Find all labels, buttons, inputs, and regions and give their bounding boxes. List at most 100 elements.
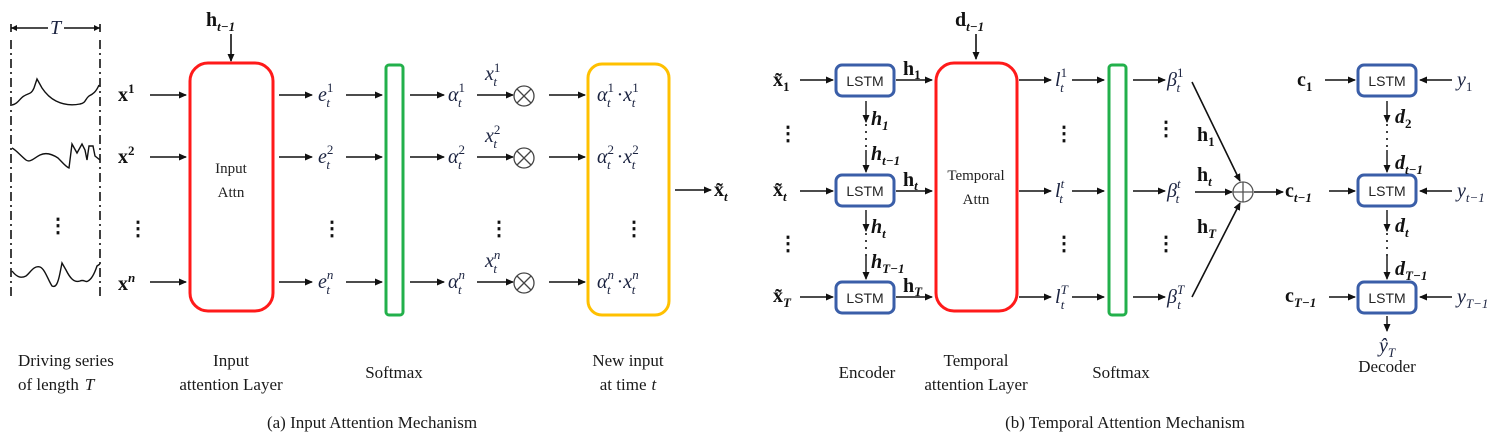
label-decoder: Decoder (1358, 357, 1416, 376)
encoder-input-T: x̃T (773, 285, 792, 310)
encoder-lstm-T: LSTM (834, 280, 896, 315)
input-x1: x1 (118, 81, 135, 106)
lstm-label: LSTM (846, 290, 883, 306)
output-x-tilde: x̃t (714, 179, 728, 204)
arrow-beta1-sum (1191, 81, 1241, 182)
label-new-input-1: New input (592, 351, 664, 370)
label-input-attention-2: attention Layer (179, 375, 283, 394)
input-xn: xn (118, 270, 135, 295)
label-softmax-a: Softmax (365, 363, 423, 382)
encoder-input-ellipsis: ⋮ (778, 123, 798, 145)
window-length-label: T (50, 17, 63, 39)
encoder-out-ht: ht (903, 169, 918, 193)
otimes-icon (513, 147, 535, 169)
sum-input-h1: h1 (1197, 124, 1215, 149)
chain-label-dt-1: dt−1 (1395, 152, 1423, 177)
encoder-input-1: x̃1 (773, 69, 790, 94)
energy-ellipsis: ⋮ (1054, 123, 1074, 145)
encoder-lstm-t: LSTM (834, 173, 896, 208)
input-x2: x2 (118, 143, 135, 168)
lstm-label: LSTM (846, 73, 883, 89)
input-attention-box-line2: Attn (218, 185, 245, 201)
softmax-bar-b (1107, 63, 1128, 317)
decoder-target-yT-1: yT−1 (1455, 286, 1488, 311)
decoder-lstm-t: LSTM (1356, 173, 1418, 208)
multiply-nodes (513, 85, 535, 294)
otimes-icon (513, 85, 535, 107)
series-2-curve (11, 141, 101, 169)
temporal-attention-box-line2: Attn (963, 192, 990, 208)
decoder-lstm-1: LSTM (1356, 63, 1418, 98)
chain-label-dT-1: dT−1 (1395, 258, 1427, 283)
hidden-state-input-label: ht−1 (206, 9, 235, 34)
chain-label-ht: ht (871, 216, 886, 241)
product-ellipsis: ⋮ (624, 218, 644, 240)
weight-ellipsis: ⋮ (1156, 233, 1176, 255)
new-input-box (586, 62, 671, 317)
oplus-icon (1232, 181, 1254, 203)
temporal-attention-box-line1: Temporal (947, 168, 1004, 184)
encoder-input-ellipsis: ⋮ (778, 233, 798, 255)
label-softmax-b: Softmax (1092, 363, 1150, 382)
lstm-label: LSTM (846, 183, 883, 199)
label-input-attention-1: Input (213, 351, 249, 370)
temporal-attention-box (934, 61, 1019, 313)
prediction-y-hat: ŷT (1377, 335, 1396, 360)
softmax-bar-a (384, 63, 405, 317)
input-attention-box-line1: Input (215, 161, 247, 177)
series-n-curve (11, 261, 101, 288)
weight-ellipsis: ⋮ (1156, 118, 1176, 140)
encoder-out-hT: hT (903, 275, 923, 299)
encoder-lstm-1: LSTM (834, 63, 896, 98)
caption-a: (a) Input Attention Mechanism (267, 413, 477, 432)
decoder-target-yt-1: yt−1 (1455, 180, 1485, 205)
otimes-icon (513, 272, 535, 294)
energy-ellipsis: ⋮ (322, 218, 342, 240)
decoder-target-y1: y1 (1455, 69, 1472, 94)
arrow-betaT-sum (1191, 202, 1241, 298)
series-input-labels: x1 x2 xn ⋮ (118, 81, 148, 295)
encoder-input-t: x̃t (773, 179, 787, 204)
lstm-label: LSTM (1368, 73, 1405, 89)
input-ellipsis: ⋮ (128, 218, 148, 240)
decoder-context-c1: c1 (1297, 69, 1312, 94)
label-driving-series-1: Driving series (18, 351, 114, 370)
chain-label-ht-1: ht−1 (871, 143, 900, 168)
lstm-label: LSTM (1368, 290, 1405, 306)
label-encoder: Encoder (839, 363, 896, 382)
sum-input-hT: hT (1197, 216, 1217, 241)
label-temporal-attention-1: Temporal (944, 351, 1009, 370)
chain-label-dt: dt (1395, 215, 1409, 240)
panel-b: x̃1 x̃t x̃T ⋮ ⋮ LSTM LSTM LSTM h1 ht−1 h… (773, 9, 1488, 432)
chain-label-d2: d2 (1395, 106, 1412, 131)
chain-label-h1: h1 (871, 108, 889, 133)
weight-ellipsis: ⋮ (489, 218, 509, 240)
context-vector-label: ct−1 (1285, 180, 1312, 205)
decoder-context-cT-1: cT−1 (1285, 285, 1316, 310)
energy-ellipsis: ⋮ (1054, 233, 1074, 255)
driving-series-window: T ⋮ (10, 17, 101, 296)
encoder-out-h1: h1 (903, 58, 921, 82)
series-ellipsis: ⋮ (48, 215, 68, 237)
label-temporal-attention-2: attention Layer (924, 375, 1028, 394)
decoder-state-input-label: dt−1 (955, 9, 984, 34)
caption-b: (b) Temporal Attention Mechanism (1005, 413, 1245, 432)
